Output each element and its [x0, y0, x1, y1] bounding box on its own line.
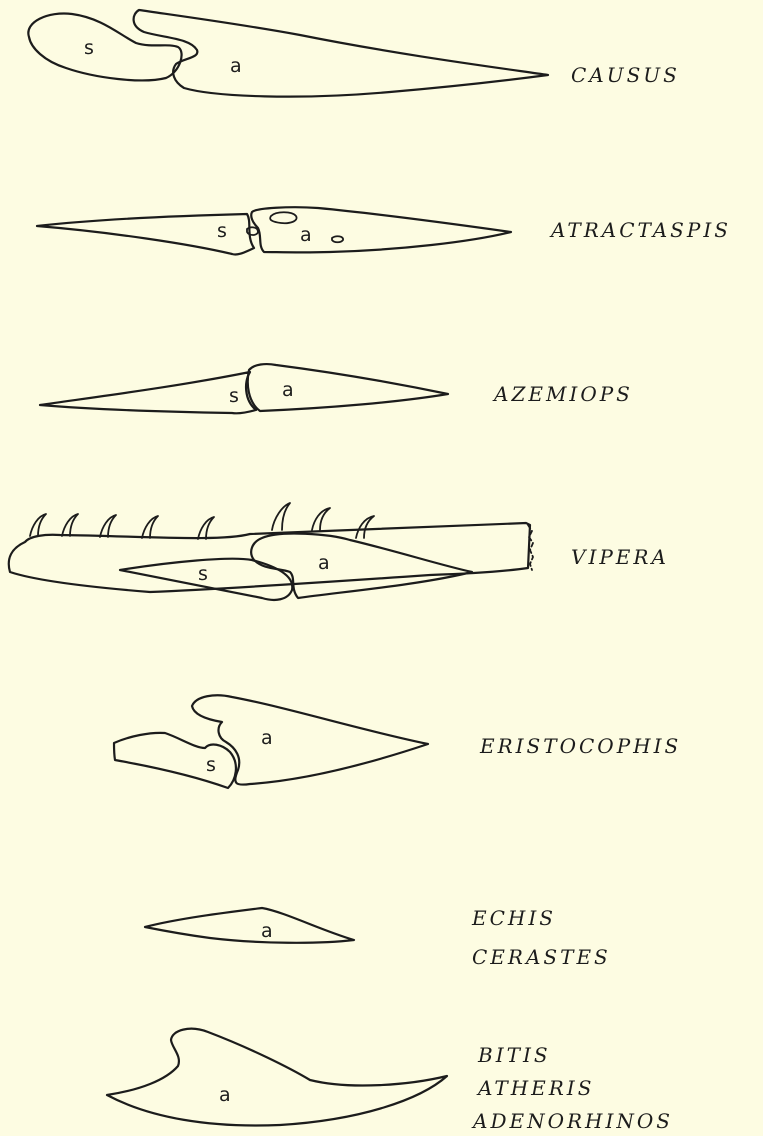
vipera-angular-label: a	[318, 552, 330, 574]
vipera-tooth-7	[312, 508, 330, 530]
azemiops-splenial-label: s	[229, 385, 239, 407]
atheris-genus-label: ATHERIS	[476, 1076, 594, 1100]
vipera-tooth-6	[272, 503, 290, 530]
eristocophis-splenial-label: s	[206, 754, 216, 776]
vipera-row: s a VIPERA	[9, 503, 669, 600]
bitis-angular-bone	[107, 1029, 447, 1126]
echis-row: a ECHIS CERASTES	[145, 906, 611, 969]
vipera-dentary-bone	[9, 523, 530, 592]
atractaspis-small-foramen	[332, 236, 343, 242]
causus-splenial-label: s	[84, 37, 94, 59]
echis-angular-bone	[145, 908, 354, 943]
eristocophis-angular-bone	[192, 695, 428, 784]
atractaspis-angular-bone	[251, 207, 511, 252]
vipera-angular-bone	[251, 534, 472, 598]
azemiops-splenial-bone	[40, 372, 256, 413]
eristocophis-genus-label: ERISTOCOPHIS	[479, 734, 681, 758]
bitis-genus-label: BITIS	[477, 1043, 551, 1067]
causus-angular-bone	[134, 10, 548, 97]
vipera-tooth-4	[142, 516, 158, 538]
atractaspis-splenial-label: s	[217, 220, 227, 242]
vipera-tooth-1	[30, 514, 46, 536]
eristocophis-splenial-bone	[114, 733, 236, 788]
bitis-row: a BITIS ATHERIS ADENORHINOS	[107, 1029, 673, 1133]
causus-genus-label: CAUSUS	[571, 63, 680, 87]
vipera-splenial-label: s	[198, 563, 208, 585]
atractaspis-foramen	[270, 212, 296, 223]
azemiops-angular-label: a	[282, 379, 294, 401]
atractaspis-angular-label: a	[300, 224, 312, 246]
vipera-tooth-2	[62, 514, 78, 536]
causus-angular-label: a	[230, 55, 242, 77]
bitis-angular-label: a	[219, 1084, 231, 1106]
vipera-genus-label: VIPERA	[571, 545, 669, 569]
echis-angular-label: a	[261, 920, 273, 942]
atractaspis-row: s a ATRACTASPIS	[37, 207, 731, 254]
eristocophis-row: s a ERISTOCOPHIS	[114, 695, 681, 788]
azemiops-angular-bone	[248, 364, 448, 411]
causus-row: s a CAUSUS	[28, 10, 680, 97]
echis-genus-label: ECHIS	[471, 906, 556, 930]
azemiops-row: s a AZEMIOPS	[40, 364, 633, 413]
vipera-tooth-5	[198, 517, 214, 539]
vipera-tooth-3	[100, 515, 116, 537]
cerastes-genus-label: CERASTES	[472, 945, 611, 969]
vipera-tooth-8	[356, 516, 374, 538]
causus-splenial-bone	[28, 14, 181, 81]
adenorhinos-genus-label: ADENORHINOS	[471, 1109, 673, 1133]
azemiops-genus-label: AZEMIOPS	[492, 382, 633, 406]
eristocophis-angular-label: a	[261, 727, 273, 749]
atractaspis-genus-label: ATRACTASPIS	[549, 218, 731, 242]
